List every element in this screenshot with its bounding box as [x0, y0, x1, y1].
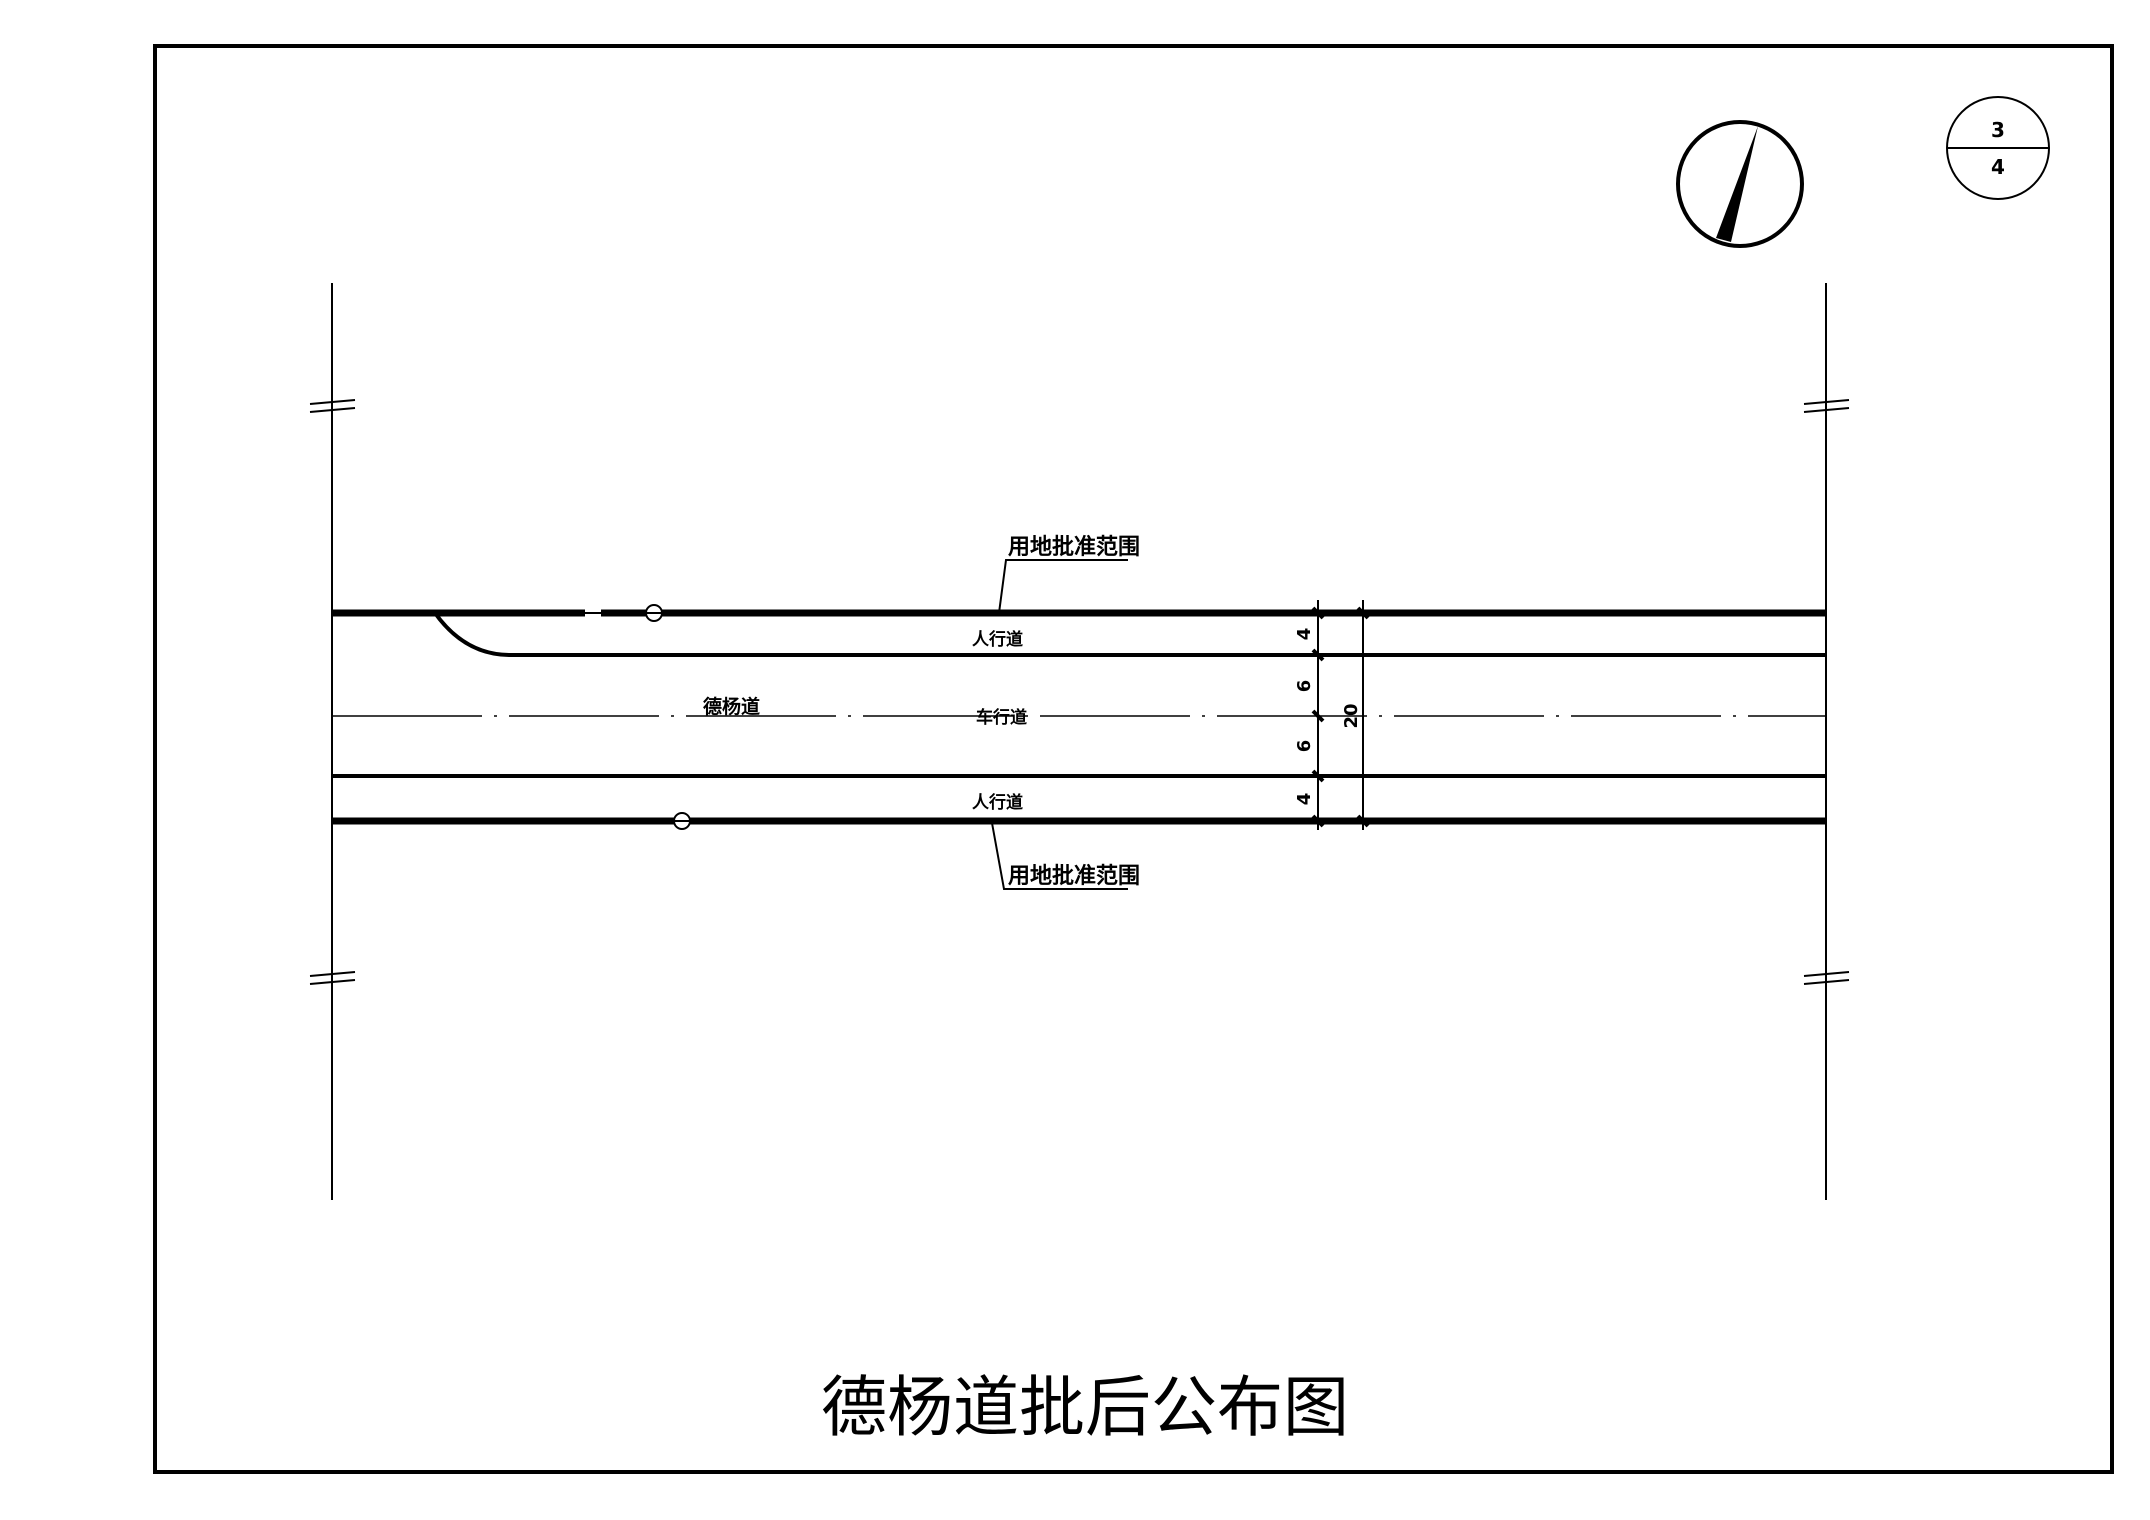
dimension-values: 4 6 6 4 20: [1294, 628, 1362, 806]
north-arrow-icon: [1676, 120, 1804, 248]
road-name-label: 德杨道: [703, 695, 760, 718]
boundary-marker-icon: [673, 812, 691, 830]
sidewalk-label-bottom: 人行道: [972, 792, 1023, 813]
dim-total: 20: [1341, 703, 1362, 728]
sheet-total: 4: [1991, 155, 2005, 179]
dim-sidewalk-bottom: 4: [1294, 793, 1315, 806]
dim-lane-top: 6: [1294, 680, 1315, 693]
boundary-label-bottom: 用地批准范围: [1008, 864, 1140, 889]
carriageway-label: 车行道: [976, 707, 1027, 728]
sheet-index: 3 4: [1946, 96, 2050, 200]
boundary-label-top: 用地批准范围: [1008, 535, 1140, 560]
drawing-title: 德杨道批后公布图: [821, 1369, 1349, 1446]
dim-sidewalk-top: 4: [1294, 628, 1315, 641]
dim-lane-bottom: 6: [1294, 740, 1315, 753]
extent-lines: [309, 283, 1850, 1200]
dimension-lines: [1311, 600, 1370, 830]
sidewalk-label-top: 人行道: [972, 629, 1023, 650]
boundary-marker-icon: [645, 604, 663, 622]
leaders: [991, 559, 1128, 890]
drawing-frame: [153, 44, 2114, 1474]
road-lines: [332, 604, 1826, 830]
sheet-number: 3: [1991, 118, 2005, 142]
